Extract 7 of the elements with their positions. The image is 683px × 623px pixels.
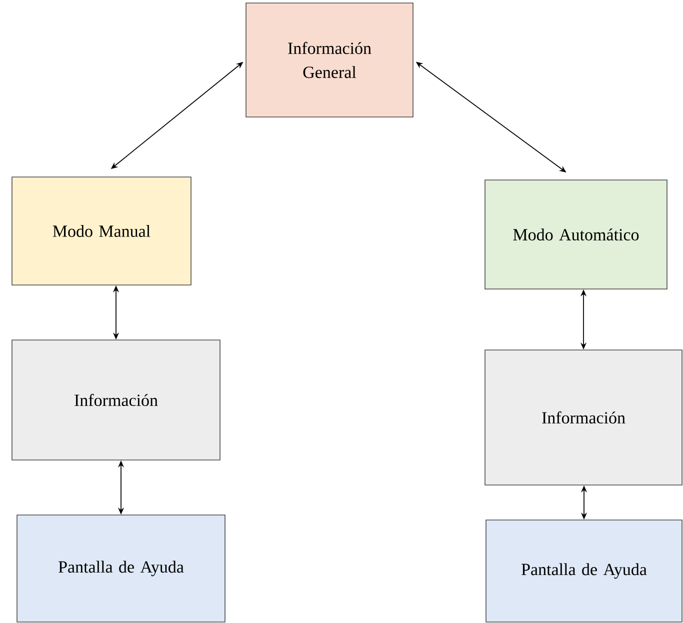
- text-box: Pantalla de Ayuda: [486, 520, 682, 622]
- text-box: Información: [484, 350, 682, 486]
- text-box: Pantalla de Ayuda: [16, 514, 226, 622]
- text-box: Modo Manual: [12, 176, 192, 286]
- text-box: Modo Automático: [484, 180, 668, 290]
- text-box: Información General: [246, 2, 414, 118]
- text-box: Información: [12, 340, 220, 460]
